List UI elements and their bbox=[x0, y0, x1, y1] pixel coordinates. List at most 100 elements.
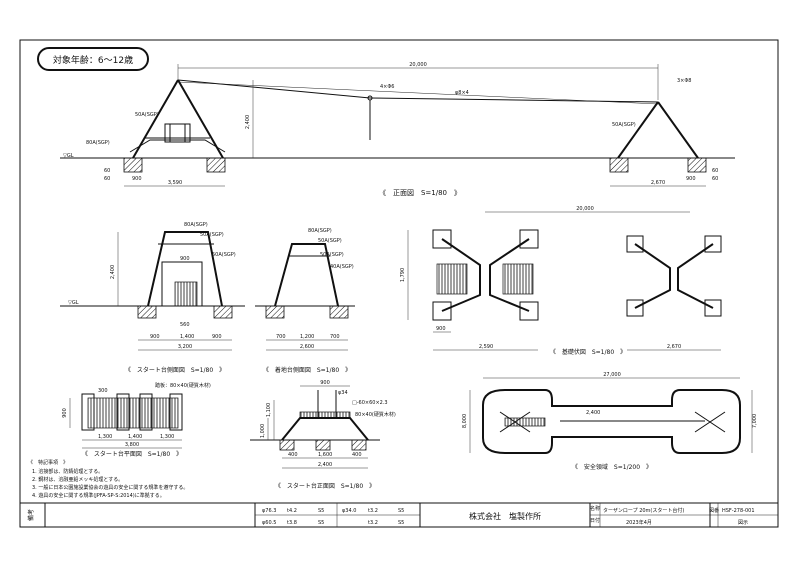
start-side-dim-a: 900 bbox=[150, 334, 160, 340]
note-item-2: 2. 鋼材は、溶融亜鉛メッキ処理とする。 bbox=[32, 476, 123, 483]
foundation-right-dim: 2,670 bbox=[667, 344, 681, 350]
front-total-dim: 20,000 bbox=[409, 62, 427, 68]
notes-title: 《 特記事項 》 bbox=[28, 459, 68, 466]
sheet-border bbox=[19, 39, 779, 528]
note-item-1: 1. 溶接部は、防錆処理とする。 bbox=[32, 468, 103, 475]
end-side-label-3: 50A(SGP) bbox=[320, 252, 344, 258]
foundation-caption: 《 基礎伏図 S=1/80 》 bbox=[550, 348, 626, 356]
safety-mid-dim: 2,400 bbox=[586, 410, 600, 416]
front-pipe-left-label: 50A(SGP) bbox=[135, 112, 159, 118]
front-right-tick-1: 60 bbox=[712, 176, 718, 182]
drawing-date: 2023年4月 bbox=[626, 519, 652, 526]
product-name: ターザンロープ 20m(スタート台付) bbox=[603, 507, 684, 514]
start-side-w1: 900 bbox=[180, 256, 190, 262]
foundation-height-dim: 1,790 bbox=[400, 268, 406, 282]
start-side-caption: 《 スタート台側面図 S=1/80 》 bbox=[125, 366, 225, 374]
start-side-label-1: 80A(SGP) bbox=[184, 222, 208, 228]
material-3-spec: φ60.5 bbox=[262, 520, 276, 526]
start-side-base-dim: 3,200 bbox=[178, 344, 192, 350]
safety-left-dim: 8,000 bbox=[462, 414, 468, 428]
start-front-h-dim: 1,000 bbox=[260, 424, 266, 438]
company-name: 株式会社 塩製作所 bbox=[469, 511, 541, 521]
material-2-mark: S5 bbox=[398, 508, 404, 514]
start-front-label-1: φ34 bbox=[338, 390, 348, 396]
gl-label: ▽GL bbox=[63, 153, 74, 159]
start-side-dim-c: 900 bbox=[212, 334, 222, 340]
end-side-dim-b: 1,200 bbox=[300, 334, 314, 340]
drawing-type: 図示 bbox=[738, 520, 748, 526]
end-side-label-2: 50A(SGP) bbox=[318, 238, 342, 244]
start-front-dim-a: 400 bbox=[288, 452, 298, 458]
front-slope-label: 80A(SGP) bbox=[86, 140, 110, 146]
start-front-dim-c: 400 bbox=[352, 452, 362, 458]
cell-name-label: 名称 bbox=[590, 505, 600, 512]
material-4-mark: S5 bbox=[398, 520, 404, 526]
foundation-total-dim: 20,000 bbox=[576, 206, 594, 212]
foundation-small-dim: 900 bbox=[436, 326, 446, 332]
start-front-label-3: 80×40(硬質木材) bbox=[355, 411, 396, 418]
front-right-base-dim: 2,670 bbox=[651, 180, 665, 186]
material-1-mark: S5 bbox=[318, 508, 324, 514]
start-plan-dim-a: 1,300 bbox=[98, 434, 112, 440]
age-badge: 対象年齢：6～12歳 bbox=[37, 47, 149, 71]
end-side-caption: 《 着地台側面図 S=1/80 》 bbox=[263, 366, 351, 374]
front-view: ▽GL 20,000 2,400 50A(SGP) 80A(SGP) bbox=[60, 62, 735, 197]
start-front-caption: 《 スタート台正面図 S=1/80 》 bbox=[275, 482, 375, 490]
start-front-label-2: □-60×60×2.3 bbox=[352, 400, 388, 406]
safety-right-dim: 7,000 bbox=[752, 414, 758, 428]
foundation-plan: 20,000 1,790 900 2,590 2,670 《 基礎伏図 S=1/… bbox=[400, 206, 722, 356]
cell-number-label: 図番 bbox=[709, 507, 719, 514]
front-right-small-dim: 900 bbox=[686, 176, 696, 182]
start-side-height-dim: 2,400 bbox=[110, 265, 116, 279]
front-right-tick-2: 60 bbox=[712, 168, 718, 174]
material-3-mark: S5 bbox=[318, 520, 324, 526]
start-plan-width-dim: 900 bbox=[62, 408, 68, 418]
start-front-top-dim: 900 bbox=[320, 380, 330, 386]
start-front-dim-b: 1,600 bbox=[318, 452, 332, 458]
end-side-dim-c: 700 bbox=[330, 334, 340, 340]
front-left-tick-1: 60 bbox=[104, 176, 110, 182]
front-left-tick-2: 60 bbox=[104, 168, 110, 174]
start-plan-note: 踏板：80×40(硬質木材) bbox=[155, 382, 211, 389]
end-side-dim-a: 700 bbox=[276, 334, 286, 340]
end-side-view: 80A(SGP) 50A(SGP) 50A(SGP) 40A(SGP) 700 … bbox=[255, 228, 355, 374]
start-side-label-3: 50A(SGP) bbox=[212, 252, 236, 258]
material-3-t: t3.8 bbox=[287, 520, 297, 526]
start-side-w2: 560 bbox=[180, 322, 190, 328]
end-side-label-1: 80A(SGP) bbox=[308, 228, 332, 234]
front-rope-mid-label: φ8×4 bbox=[455, 90, 469, 96]
start-plan-caption: 《 スタート台平面図 S=1/80 》 bbox=[82, 450, 182, 458]
start-side-dim-b: 1,400 bbox=[180, 334, 194, 340]
start-plan-dim-c: 1,300 bbox=[160, 434, 174, 440]
note-item-3: 3. 一般に日本公園施設業協会の遊具の安全に関する規準を遵守する。 bbox=[32, 484, 188, 491]
end-side-label-4: 40A(SGP) bbox=[330, 264, 354, 270]
material-4-t: t3.2 bbox=[368, 520, 378, 526]
front-view-caption: 《 正面図 S=1/80 》 bbox=[379, 189, 461, 197]
material-2-t: t3.2 bbox=[368, 508, 378, 514]
front-rope-left-label: 4×Φ6 bbox=[380, 84, 395, 90]
start-side-label-2: 50A(SGP) bbox=[200, 232, 224, 238]
start-front-h2-dim: 1,100 bbox=[266, 403, 272, 417]
start-front-view: φ34 □-60×60×2.3 80×40(硬質木材) 900 1,000 1,… bbox=[250, 380, 396, 490]
start-plan-top-dim: 300 bbox=[98, 388, 108, 394]
safety-caption: 《 安全領域 S=1/200 》 bbox=[572, 463, 652, 471]
front-left-small-dim: 900 bbox=[132, 176, 142, 182]
start-plan: 300 踏板：80×40(硬質木材) 900 1,300 1,400 1,300… bbox=[62, 382, 211, 458]
notes-block: 《 特記事項 》 1. 溶接部は、防錆処理とする。 2. 鋼材は、溶融亜鉛メッキ… bbox=[28, 459, 188, 499]
start-plan-total-dim: 3,800 bbox=[125, 442, 139, 448]
front-pipe-right-label: 50A(SGP) bbox=[612, 122, 636, 128]
start-plan-dim-b: 1,400 bbox=[128, 434, 142, 440]
front-height-dim: 2,400 bbox=[245, 115, 251, 129]
start-side-gl: ▽GL bbox=[68, 300, 79, 306]
title-block: 備考 φ76.3 t4.2 S5 φ34.0 t3.2 S5 φ60.5 t3.… bbox=[20, 502, 778, 527]
note-item-4: 4. 遊具の安全に関する規準(JPFA-SP-S:2014)に準拠する。 bbox=[32, 492, 165, 499]
end-side-base-dim: 2,600 bbox=[300, 344, 314, 350]
safety-area: 27,000 8,000 7,000 2,400 《 安全領域 S=1/200 … bbox=[462, 372, 758, 471]
safety-total-dim: 27,000 bbox=[603, 372, 621, 378]
foundation-left-dim: 2,590 bbox=[479, 344, 493, 350]
material-2-spec: φ34.0 bbox=[342, 508, 356, 514]
material-1-t: t4.2 bbox=[287, 508, 297, 514]
cell-date-label: 日付 bbox=[590, 517, 600, 524]
front-left-base-dim: 3,590 bbox=[168, 180, 182, 186]
front-rope-right-label: 3×Φ8 bbox=[677, 78, 692, 84]
